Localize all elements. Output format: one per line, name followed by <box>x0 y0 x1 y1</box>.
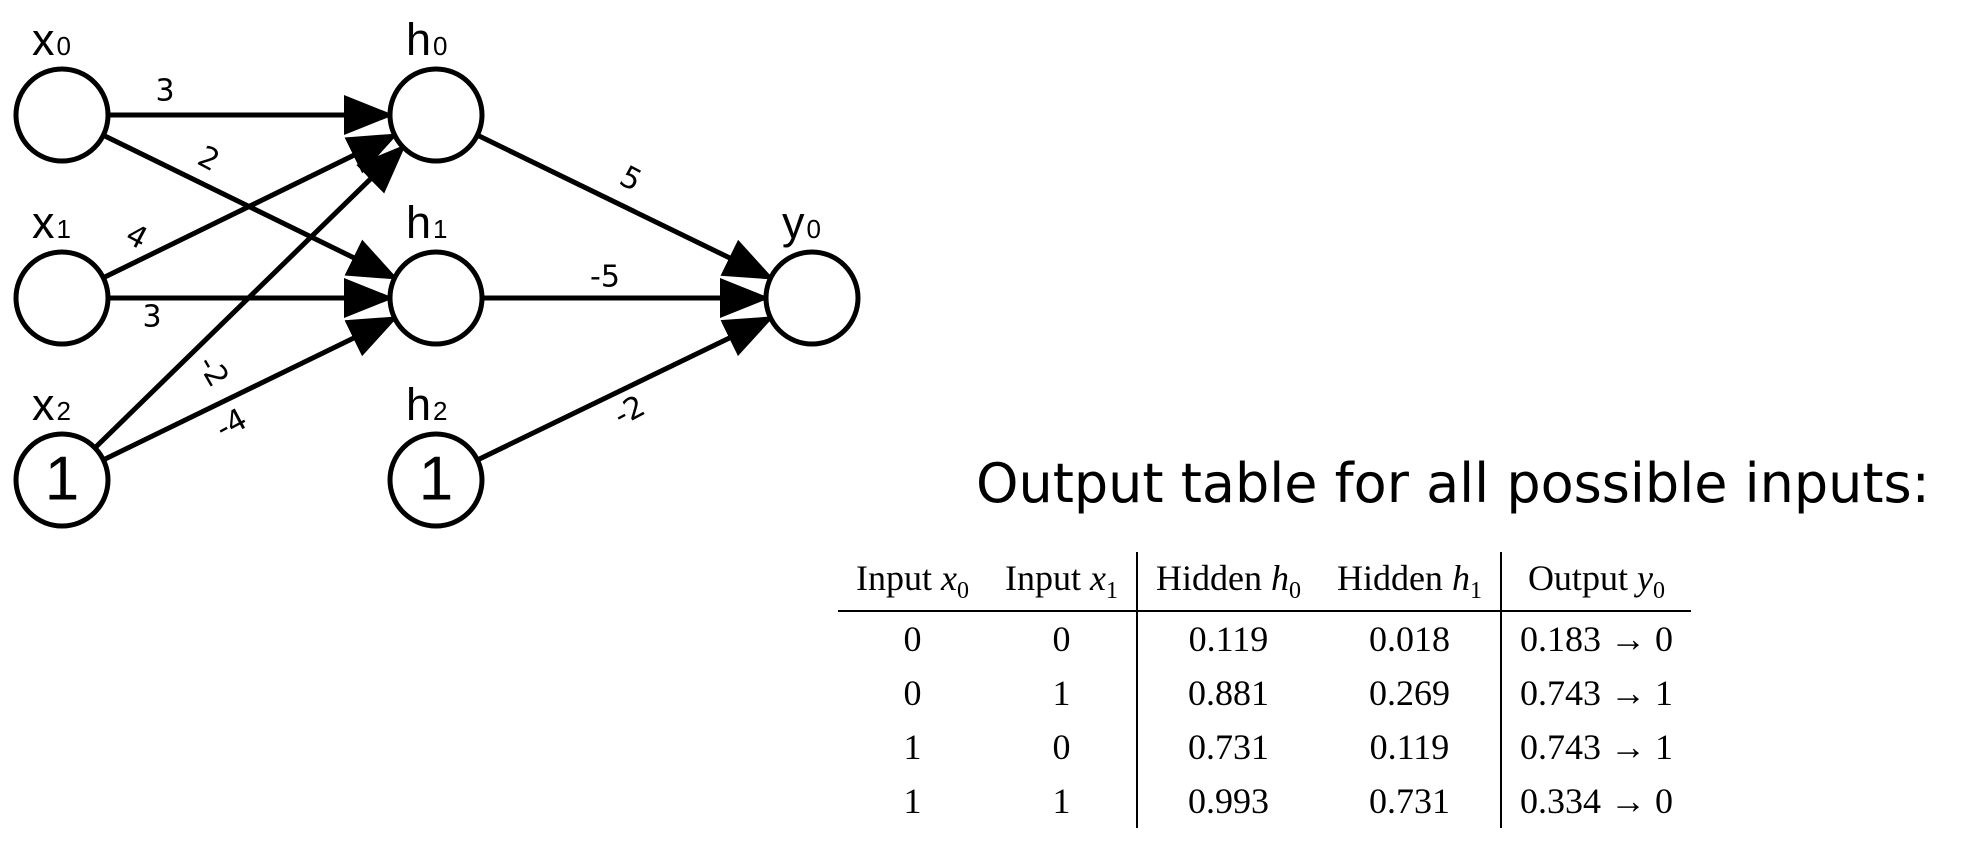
table-cell: 0.743 → 1 <box>1499 720 1691 774</box>
table-title: Output table for all possible inputs: <box>976 452 1930 515</box>
table-cell: 0.183 → 0 <box>1499 611 1691 666</box>
node-x0: x0 <box>13 14 111 164</box>
header-text: Output <box>1527 557 1628 598</box>
node-label-x2: x2 <box>32 379 71 430</box>
table-cell: 0.731 <box>1368 781 1450 821</box>
header-cell-3: Hidden h1 <box>1318 552 1501 612</box>
table-row: 1 0 0.731 0.119 0.743 → 1 <box>838 720 1691 774</box>
table-body: 0 0 0.119 0.018 0.183 → 0 0 1 0.881 0.269 0.743 →… <box>838 611 1691 828</box>
table-cell: 0 <box>1052 619 1071 659</box>
weight-h1-y0: -5 <box>590 260 620 295</box>
header-text: Input <box>856 557 932 598</box>
node-circle-h2 <box>387 431 485 529</box>
edge-x1-h0 <box>102 133 399 281</box>
node-label-x1: x1 <box>32 197 71 248</box>
header-variable: h <box>1451 557 1470 598</box>
edge-h0-y0 <box>476 132 775 280</box>
node-h1: h1 <box>387 197 485 347</box>
edge-h2-y0 <box>476 316 775 463</box>
node-h0: h0 <box>387 14 485 164</box>
node-y0: y0 <box>763 197 861 347</box>
node-circle-x1 <box>13 249 111 347</box>
header-variable: x <box>1089 557 1106 598</box>
node-circle-x0 <box>13 66 111 164</box>
table-cell: 0.993 <box>1135 774 1319 828</box>
table-cell: 1 <box>903 727 922 767</box>
node-x1: x1 <box>13 197 111 347</box>
header-cell-1: Input x1 <box>986 552 1137 612</box>
weight-h0-y0: 5 <box>614 159 647 199</box>
node-label-y0: y0 <box>782 197 821 248</box>
table-cell: 0.881 <box>1135 666 1319 720</box>
header-cell-4: Output y0 <box>1499 552 1691 612</box>
header-variable: y <box>1636 557 1653 598</box>
node-label-h2: h2 <box>406 379 448 430</box>
node-circle-h1 <box>387 249 485 347</box>
weight-x1-h1: 3 <box>142 300 161 335</box>
header-text: Hidden <box>1336 557 1443 598</box>
weight-x0-h0: 3 <box>155 74 174 109</box>
header-subscript: 0 <box>956 578 969 605</box>
header-text: Input <box>1004 557 1081 598</box>
header-subscript: 1 <box>1105 578 1118 605</box>
table-row: 1 1 0.993 0.731 0.334 → 0 <box>838 774 1691 828</box>
table-cell: 0.269 <box>1368 673 1450 713</box>
node-h2: h21 <box>387 379 485 529</box>
node-label-h1: h1 <box>406 197 448 248</box>
header-subscript: 0 <box>1288 578 1301 605</box>
node-label-h0: h0 <box>406 14 448 65</box>
table-cell: 0 <box>1052 727 1071 767</box>
table-cell: 0 <box>903 673 922 713</box>
edges-layer <box>93 95 775 463</box>
table-cell: 0.018 <box>1368 619 1450 659</box>
table-cell: 0 <box>903 619 922 659</box>
table-row: 0 0 0.119 0.018 0.183 → 0 <box>838 611 1691 666</box>
table-cell: 1 <box>1052 781 1071 821</box>
node-circle-x2 <box>13 431 111 529</box>
edge-x2-h1 <box>102 316 399 463</box>
table-row: 0 1 0.881 0.269 0.743 → 1 <box>838 666 1691 720</box>
header-cell-0: Input x0 <box>838 552 987 612</box>
header-variable: h <box>1270 557 1289 598</box>
weight-x0-h1: 2 <box>192 139 225 179</box>
weight-x2-h1: -4 <box>210 402 253 447</box>
table-cell: 1 <box>903 781 922 821</box>
edge-x2-h0 <box>93 144 406 450</box>
node-circle-h0 <box>387 66 485 164</box>
header-subscript: 1 <box>1469 578 1482 605</box>
header-text: Hidden <box>1155 557 1262 598</box>
table-cell: 0.119 <box>1135 611 1319 666</box>
header-cell-2: Hidden h0 <box>1135 552 1319 612</box>
bias-value-x2: 1 <box>45 444 79 513</box>
table-cell: 0.743 → 1 <box>1499 666 1691 720</box>
node-x2: x21 <box>13 379 111 529</box>
node-circle-y0 <box>763 249 861 347</box>
table-cell: 0.731 <box>1135 720 1319 774</box>
node-label-x0: x0 <box>32 14 71 65</box>
header-subscript: 0 <box>1652 578 1665 605</box>
weight-x1-h0: 4 <box>120 217 153 257</box>
table-cell: 0.334 → 0 <box>1499 774 1691 828</box>
table-cell: 1 <box>1052 673 1071 713</box>
table-cell: 0.119 <box>1369 727 1450 767</box>
header-variable: x <box>941 557 957 598</box>
bias-value-h2: 1 <box>419 444 453 513</box>
weight-x2-h0: -2 <box>190 350 235 393</box>
